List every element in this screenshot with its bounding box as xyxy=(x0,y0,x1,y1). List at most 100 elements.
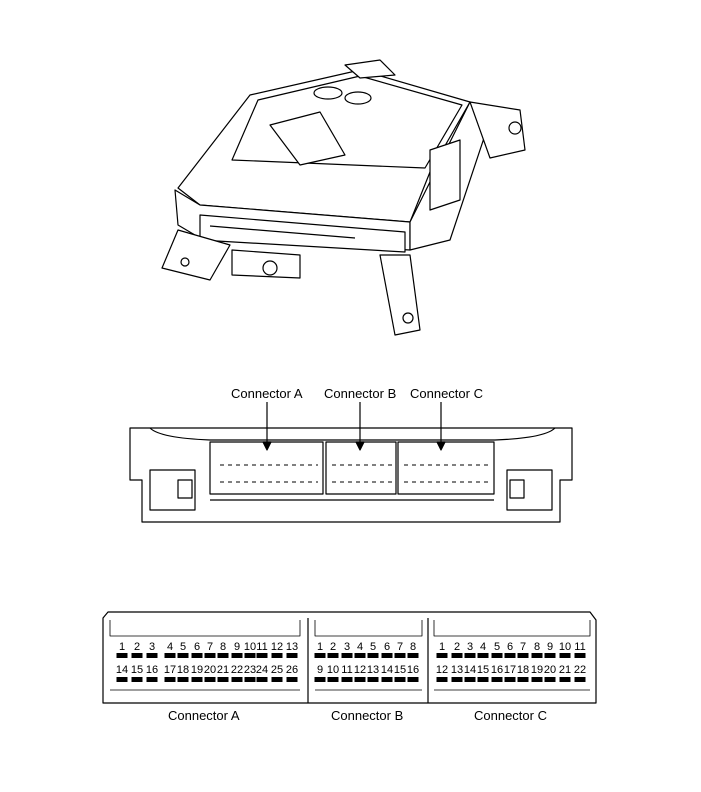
pin-label: 21 xyxy=(217,664,229,676)
pin-label: 9 xyxy=(547,641,553,653)
pin-label: 17 xyxy=(164,664,176,676)
pin-terminal xyxy=(367,653,379,658)
pin-terminal xyxy=(146,677,158,682)
pin-label: 10 xyxy=(327,664,339,676)
pin-terminal xyxy=(394,677,406,682)
pin-terminal xyxy=(244,677,256,682)
pin-label: 13 xyxy=(286,641,298,653)
pin-label: 4 xyxy=(357,641,363,653)
front-label-connector-b: Connector B xyxy=(324,386,397,401)
pinout-label-connector-b: Connector B xyxy=(331,708,404,723)
pin-label: 11 xyxy=(256,641,267,653)
front-label-connector-a: Connector A xyxy=(231,386,303,401)
pin-label: 3 xyxy=(149,641,155,653)
pin-terminal xyxy=(354,677,366,682)
pin-terminal xyxy=(436,653,448,658)
pinout-label-connector-c: Connector C xyxy=(474,708,547,723)
pin-label: 12 xyxy=(354,664,366,676)
pin-label: 1 xyxy=(317,641,323,653)
pin-label: 26 xyxy=(286,664,298,676)
pin-terminal xyxy=(271,677,283,682)
pin-label: 5 xyxy=(370,641,376,653)
pin-terminal xyxy=(256,677,268,682)
pin-label: 8 xyxy=(534,641,540,653)
hyundai-logo xyxy=(313,86,343,100)
pinout-label-connector-a: Connector A xyxy=(168,708,240,723)
pin-label: 19 xyxy=(191,664,203,676)
pin-label: 2 xyxy=(134,641,140,653)
pin-label: 22 xyxy=(231,664,243,676)
pin-label: 20 xyxy=(544,664,556,676)
pin-terminal xyxy=(177,653,189,658)
pin-terminal xyxy=(314,653,326,658)
pin-label: 4 xyxy=(167,641,173,653)
pin-label: 22 xyxy=(574,664,586,676)
pin-label: 4 xyxy=(480,641,486,653)
pin-terminal xyxy=(164,653,176,658)
pin-terminal xyxy=(217,653,229,658)
pin-label: 11 xyxy=(574,641,585,653)
pin-label: 18 xyxy=(177,664,189,676)
pin-terminal xyxy=(131,653,143,658)
pin-terminal xyxy=(191,653,203,658)
pin-label: 5 xyxy=(494,641,500,653)
pin-label: 20 xyxy=(204,664,216,676)
pin-terminal xyxy=(217,677,229,682)
pin-terminal xyxy=(367,677,379,682)
pin-terminal xyxy=(436,677,448,682)
pin-terminal xyxy=(231,677,243,682)
pin-label: 3 xyxy=(344,641,350,653)
pin-label: 8 xyxy=(220,641,226,653)
pin-label: 14 xyxy=(116,664,128,676)
pin-terminal xyxy=(544,677,556,682)
pin-label: 19 xyxy=(531,664,543,676)
pin-terminal xyxy=(477,677,489,682)
pin-label: 15 xyxy=(394,664,406,676)
pin-label: 12 xyxy=(271,641,283,653)
pin-label: 15 xyxy=(131,664,143,676)
pin-terminal xyxy=(231,653,243,658)
pin-terminal xyxy=(517,653,529,658)
pin-terminal xyxy=(256,653,268,658)
pin-label: 9 xyxy=(234,641,240,653)
pin-terminal xyxy=(451,653,463,658)
pin-terminal xyxy=(491,653,503,658)
pin-terminal xyxy=(177,677,189,682)
pin-label: 1 xyxy=(119,641,125,653)
pin-terminal xyxy=(381,653,393,658)
pin-terminal xyxy=(544,653,556,658)
pin-terminal xyxy=(451,677,463,682)
pin-label: 16 xyxy=(146,664,158,676)
pin-terminal xyxy=(354,653,366,658)
pin-label: 25 xyxy=(271,664,283,676)
pin-label: 6 xyxy=(194,641,200,653)
pin-label: 16 xyxy=(407,664,419,676)
pin-label: 24 xyxy=(256,664,268,676)
pin-terminal xyxy=(286,653,298,658)
pin-terminal xyxy=(559,653,571,658)
pin-label: 5 xyxy=(180,641,186,653)
pin-terminal xyxy=(116,653,128,658)
pin-label: 14 xyxy=(381,664,393,676)
pin-label: 10 xyxy=(559,641,571,653)
pin-terminal xyxy=(504,653,516,658)
pin-terminal xyxy=(327,653,339,658)
pin-label: 7 xyxy=(397,641,403,653)
pin-terminal xyxy=(146,653,158,658)
pin-terminal xyxy=(341,677,353,682)
pin-terminal xyxy=(464,653,476,658)
pin-terminal xyxy=(517,677,529,682)
pin-terminal xyxy=(271,653,283,658)
pin-terminal xyxy=(204,653,216,658)
pin-terminal xyxy=(574,677,586,682)
pin-label: 6 xyxy=(507,641,513,653)
front-label-connector-c: Connector C xyxy=(410,386,483,401)
pin-label: 1 xyxy=(439,641,445,653)
kia-logo xyxy=(344,91,372,105)
pin-terminal xyxy=(504,677,516,682)
pin-terminal xyxy=(477,653,489,658)
pin-terminal xyxy=(531,677,543,682)
pin-label: 15 xyxy=(477,664,489,676)
pin-label: 14 xyxy=(464,664,476,676)
pin-terminal xyxy=(314,677,326,682)
